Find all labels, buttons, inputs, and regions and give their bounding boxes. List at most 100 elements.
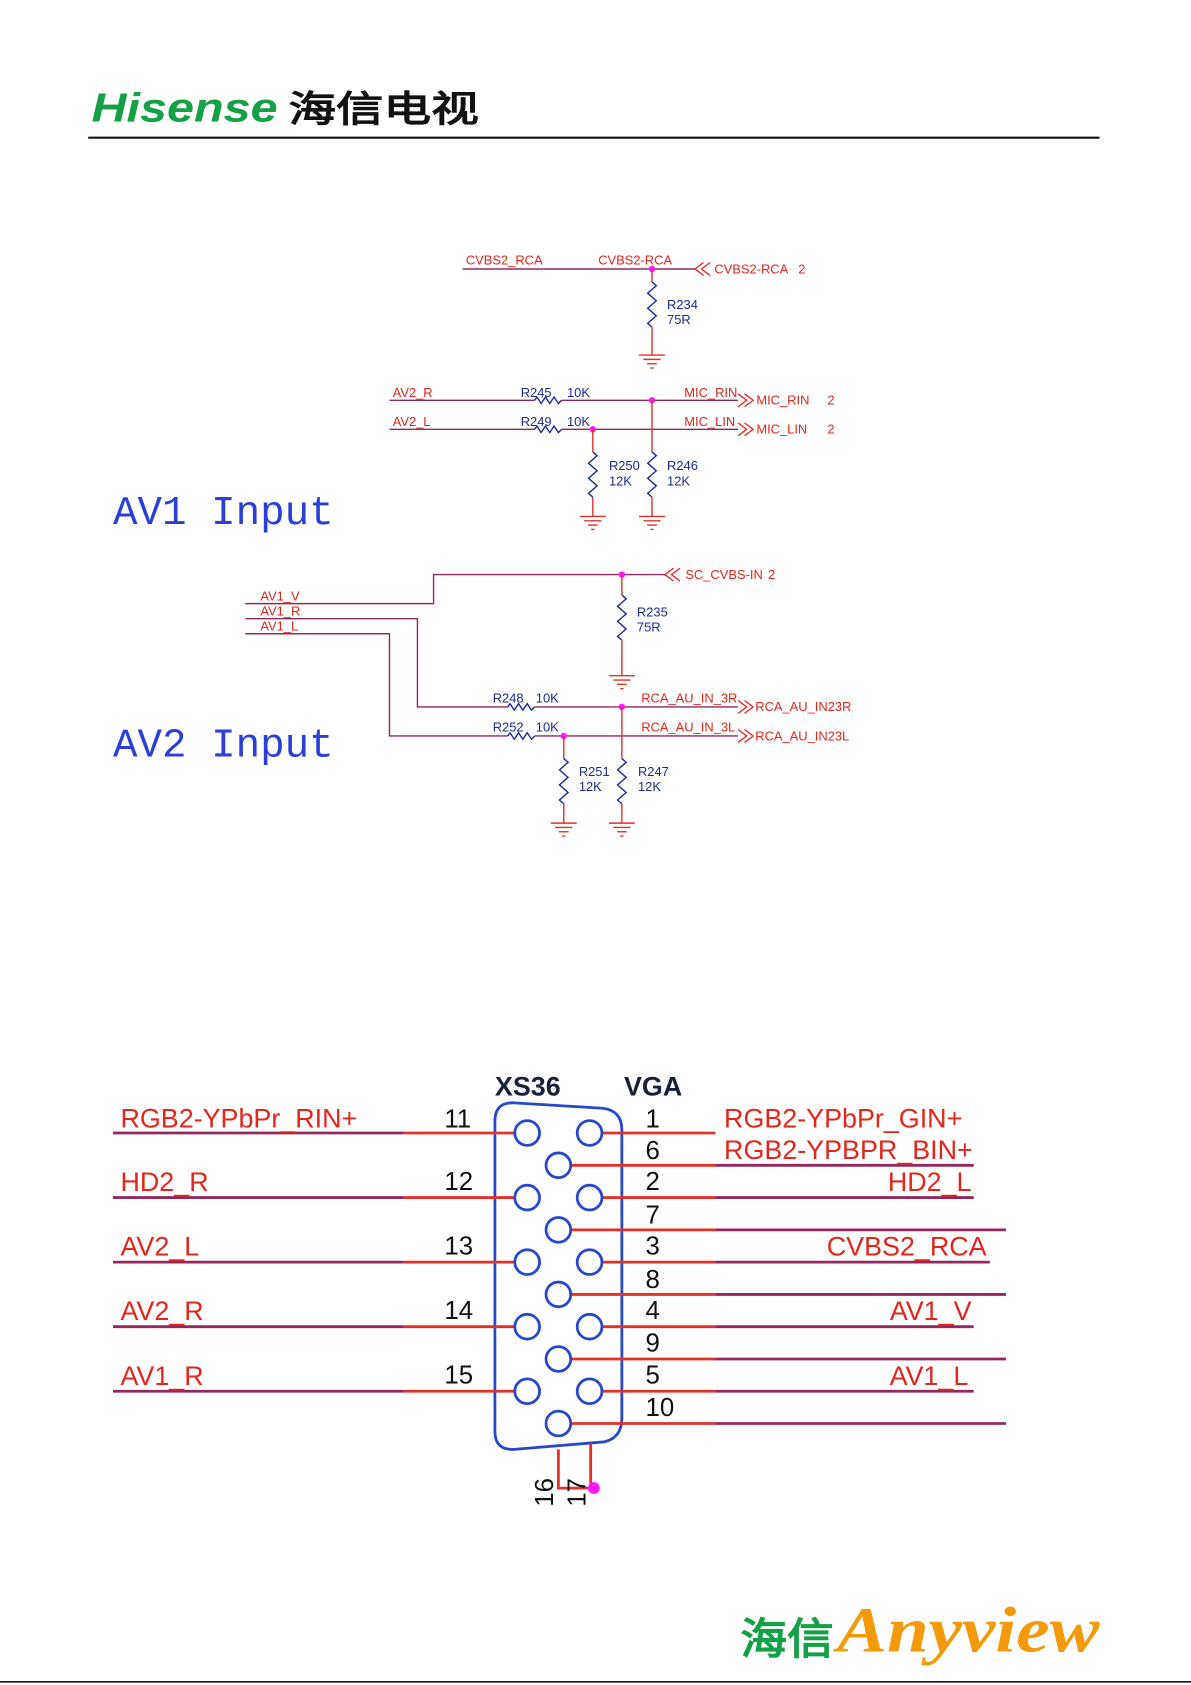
pin-number: 10	[646, 1394, 675, 1422]
resistor-ref: R252	[493, 720, 524, 735]
pin-net-label: AV2_L	[120, 1232, 199, 1262]
section-label-av1-input: AV1 Input	[113, 491, 334, 537]
resistor-value: 12K	[667, 473, 690, 488]
resistor-value: 12K	[609, 473, 632, 488]
net-label-av1-v: AV1_V	[260, 588, 300, 603]
pin-net-label: AV1_L	[890, 1361, 969, 1391]
pin-circle-3	[575, 1248, 604, 1276]
resistor-r247-symbol	[616, 757, 627, 805]
pin-net-label: AV1_R	[120, 1361, 203, 1391]
pin-number: 3	[646, 1233, 660, 1261]
pin-circle-13	[513, 1248, 541, 1276]
pin-number: 7	[646, 1201, 660, 1229]
page-header: Hisense 海信电视	[88, 85, 1100, 139]
pin-circle-9	[544, 1345, 573, 1373]
pin-number: 15	[444, 1362, 473, 1390]
resistor-value: 10K	[567, 414, 590, 429]
net-label-rca-au-in-3r: RCA_AU_IN_3R	[641, 691, 737, 706]
resistor-r246-symbol	[646, 451, 657, 498]
port-label-rca-au-in23r: RCA_AU_IN23R	[755, 699, 851, 714]
pin-circle-4	[575, 1312, 604, 1341]
pin-circle-15	[513, 1377, 541, 1406]
pin-circle-2	[575, 1183, 604, 1212]
connector-ref: XS36	[495, 1071, 561, 1101]
ground-symbol	[550, 822, 578, 837]
port-arrow-out	[737, 699, 754, 715]
mic-block: AV2_R R245 10K MIC_RIN MIC_RIN 2 AV2_L R…	[389, 385, 835, 531]
pin-number: 11	[444, 1106, 471, 1134]
resistor-r234-symbol	[646, 281, 657, 328]
net-label-av2-l: AV2_L	[393, 414, 431, 429]
resistor-ref: R234	[667, 297, 698, 312]
resistor-ref: R247	[638, 764, 669, 779]
pin-number: 14	[444, 1297, 473, 1325]
port-label-sc-cvbs-in: SC_CVBS-IN	[685, 567, 762, 582]
pin-number: 5	[646, 1362, 660, 1390]
resistor-value: 12K	[579, 779, 602, 794]
resistor-ref: R246	[667, 458, 698, 473]
port-arrow-in	[664, 567, 681, 582]
ground-symbol	[608, 822, 636, 837]
vga-connector: XS36 VGA	[112, 1071, 1006, 1507]
pin-number: 8	[646, 1266, 660, 1294]
ground-symbol	[638, 354, 666, 369]
pin-circle-8	[544, 1280, 573, 1309]
port-arrow-in	[694, 261, 711, 277]
port-arrow-out	[737, 728, 754, 744]
resistor-ref: R245	[521, 385, 552, 400]
resistor-value: 10K	[536, 720, 559, 735]
pin-number: 12	[444, 1168, 473, 1196]
pin-circle-12	[513, 1183, 541, 1212]
pin-circle-14	[513, 1312, 541, 1341]
pin-circle-5	[575, 1377, 604, 1406]
pin-net-label: AV1_V	[890, 1296, 972, 1326]
pin-net-label: CVBS2_RCA	[827, 1232, 987, 1262]
resistor-value: 12K	[638, 779, 661, 794]
resistor-ref: R248	[493, 691, 524, 706]
port-label-cvbs2-rca: CVBS2-RCA	[714, 261, 788, 276]
resistor-value: 75R	[637, 620, 661, 635]
net-label-cvbs2-rca-junction: CVBS2-RCA	[598, 253, 672, 268]
connector-type: VGA	[624, 1071, 682, 1101]
pin-net-label: AV2_R	[120, 1296, 203, 1326]
port-label-rca-au-in23l: RCA_AU_IN23L	[755, 728, 849, 743]
pin-number-16: 16	[531, 1478, 559, 1507]
pin-circle-6	[544, 1151, 573, 1180]
pin-number: 13	[444, 1233, 473, 1261]
wire-av1-l	[245, 633, 508, 737]
resistor-value: 75R	[667, 312, 691, 327]
section-label-av2-input: AV2 Input	[113, 723, 334, 769]
net-label-av2-r: AV2_R	[393, 385, 433, 400]
net-label-av1-l: AV1_L	[260, 619, 298, 634]
net-label-cvbs2-rca-left: CVBS2_RCA	[466, 253, 543, 268]
wire-av1-v	[245, 573, 665, 605]
port-arrow-out	[737, 393, 754, 408]
resistor-ref: R249	[521, 414, 552, 429]
pin-net-label: RGB2-YPBPR_BIN+	[724, 1135, 973, 1165]
pin-number: 2	[646, 1168, 660, 1196]
resistor-r251-symbol	[558, 757, 569, 805]
resistor-ref: R250	[609, 458, 640, 473]
hisense-logo-text: Hisense	[91, 85, 277, 131]
shell-pin-lead-16	[556, 1449, 594, 1490]
pin-net-label: RGB2-YPbPr_GIN+	[724, 1104, 962, 1134]
ground-symbol	[608, 675, 636, 690]
port-sheet-number: 2	[827, 393, 834, 408]
pin-net-label: HD2_R	[120, 1167, 208, 1197]
port-sheet-number: 2	[827, 422, 834, 437]
footer-logo-cn-text: 海信	[740, 1615, 834, 1665]
hisense-logo-cn-text: 海信电视	[288, 88, 478, 131]
pin-number: 6	[646, 1137, 660, 1165]
port-label-mic-lin: MIC_LIN	[756, 422, 807, 437]
pin-circle-7	[544, 1216, 573, 1244]
ground-symbol	[579, 515, 607, 531]
net-label-rca-au-in-3l: RCA_AU_IN_3L	[641, 720, 735, 735]
port-label-mic-rin: MIC_RIN	[756, 393, 809, 408]
resistor-r250-symbol	[587, 451, 598, 498]
net-label-mic-rin: MIC_RIN	[684, 385, 737, 400]
junction-dot	[648, 265, 656, 273]
pin-circle-10	[544, 1409, 573, 1438]
net-label-av1-r: AV1_R	[260, 603, 300, 618]
resistor-ref: R235	[637, 605, 668, 620]
